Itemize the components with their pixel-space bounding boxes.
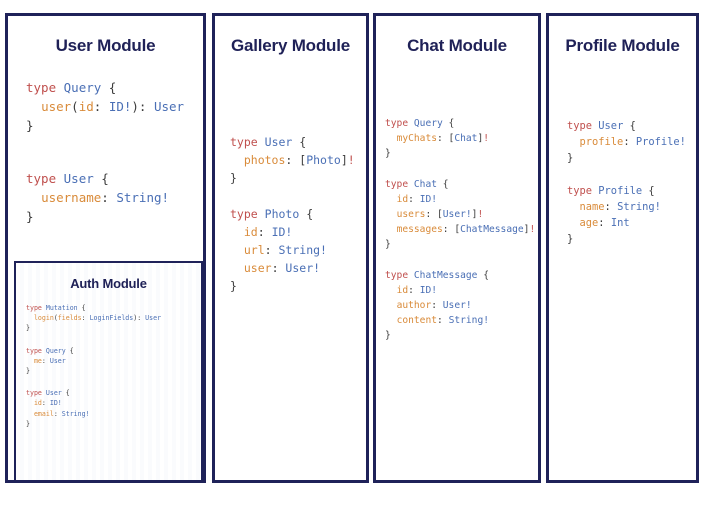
code-block-profile-user: type User { profile: Profile! } [567,120,686,164]
code-block-auth-query: type Query { me: User } [26,346,74,376]
card-title-gallery-module: Gallery Module [230,36,351,55]
code-block-chat-chatmessage: type ChatMessage { id: ID! author: User!… [385,269,489,342]
card-gallery-module[interactable]: Gallery Module type User { photos: [Phot… [212,13,369,483]
code-block-profile-profile: type Profile { name: String! age: Int } [567,185,661,245]
code-block-user-type: type User { username: String! } [26,171,170,224]
code-block-auth-user: type User { id: ID! email: String! } [26,389,90,428]
card-title-profile-module: Profile Module [565,36,680,55]
card-title-user-module: User Module [55,36,156,55]
card-chat-module[interactable]: Chat Module type Query { myChats: [Chat]… [373,13,541,483]
code-block-auth-mutation: type Mutation { login(fields: LoginField… [26,304,162,333]
card-user-module[interactable]: User Module type Query { user(id: ID!): … [5,13,206,483]
code-block-user-query: type Query { user(id: ID!): User } [26,80,185,133]
card-auth-module[interactable]: Auth Module type Mutation { login(fields… [14,261,203,480]
card-title-auth-module: Auth Module [70,276,147,291]
code-block-gallery-user: type User { photos: [Photo]! } [230,135,355,185]
code-block-gallery-photo: type Photo { id: ID! url: String! user: … [230,207,327,293]
code-block-chat-chat: type Chat { id: ID! users: [User!]! mess… [385,178,536,251]
card-title-chat-module: Chat Module [407,36,507,55]
code-block-chat-query: type Query { myChats: [Chat]! } [385,118,489,160]
card-profile-module[interactable]: Profile Module type User { profile: Prof… [546,13,699,483]
